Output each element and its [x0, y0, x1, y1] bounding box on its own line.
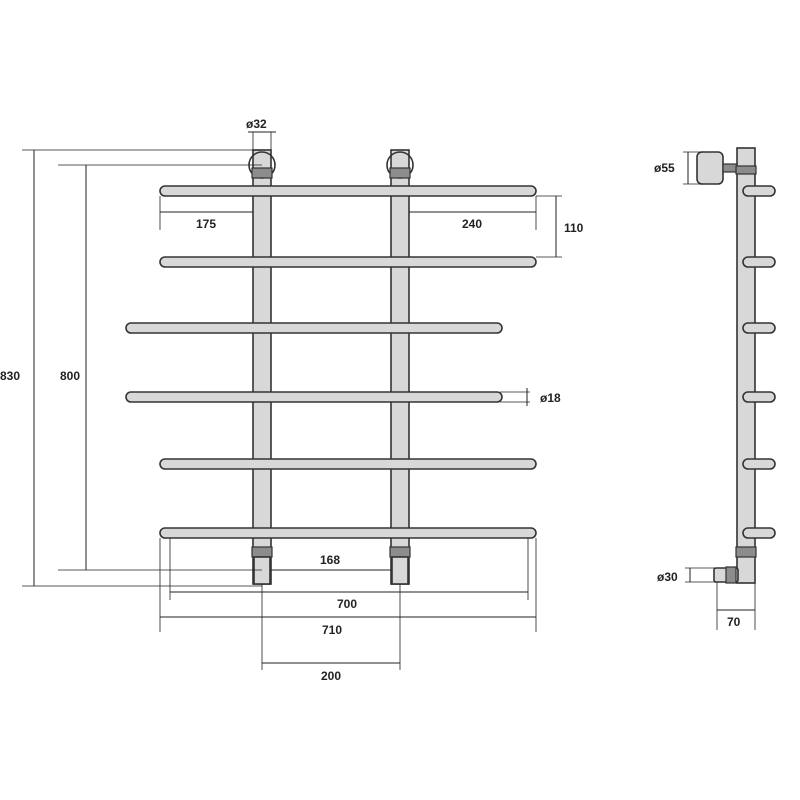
side-bar-4: [742, 391, 776, 403]
left-bottom-fitting: [251, 546, 273, 558]
label-right-overhang: 240: [462, 217, 482, 231]
bar-4: [125, 391, 503, 403]
side-bar-2: [742, 256, 776, 268]
side-inlet-nut: [725, 566, 737, 584]
side-top-fitting: [735, 165, 757, 175]
side-flange-neck: [722, 163, 738, 173]
left-top-fitting: [251, 167, 273, 179]
front-view: [125, 149, 537, 585]
side-flange: [696, 151, 724, 185]
bar-3: [125, 322, 503, 334]
side-bottom-fitting: [735, 546, 757, 558]
bar-5: [159, 458, 537, 470]
label-pipe-diameter: ø32: [246, 117, 267, 131]
label-inner-gap: 168: [320, 553, 340, 567]
left-post: [252, 149, 272, 585]
right-inlet: [391, 556, 409, 585]
bar-1: [159, 185, 537, 197]
label-bar-diameter: ø18: [540, 391, 561, 405]
label-total-height: 830: [0, 369, 20, 383]
side-bar-3: [742, 322, 776, 334]
label-width-700: 700: [337, 597, 357, 611]
label-bar-spacing: 110: [564, 221, 584, 235]
right-post: [390, 149, 410, 585]
label-inlet-diameter: ø30: [657, 570, 678, 584]
front-dimension-labels: ø32 830 800 175 240 110 ø18 168 700 710 …: [0, 117, 584, 683]
bar-2: [159, 256, 537, 268]
side-dimension-labels: ø55 ø30 70: [654, 161, 741, 629]
front-dimension-lines: [22, 131, 562, 670]
label-height-800: 800: [60, 369, 80, 383]
side-post: [736, 147, 756, 584]
side-bar-1: [742, 185, 776, 197]
label-wall-offset: 70: [727, 615, 741, 629]
right-top-fitting: [389, 167, 411, 179]
side-dimension-lines: [683, 151, 756, 630]
label-width-710: 710: [322, 623, 342, 637]
bar-6: [159, 527, 537, 539]
label-left-overhang: 175: [196, 217, 216, 231]
left-inlet: [253, 556, 271, 585]
label-center-distance: 200: [321, 669, 341, 683]
side-bar-6: [742, 527, 776, 539]
side-bar-5: [742, 458, 776, 470]
side-view: [696, 147, 776, 584]
right-bottom-fitting: [389, 546, 411, 558]
label-flange-diameter: ø55: [654, 161, 675, 175]
